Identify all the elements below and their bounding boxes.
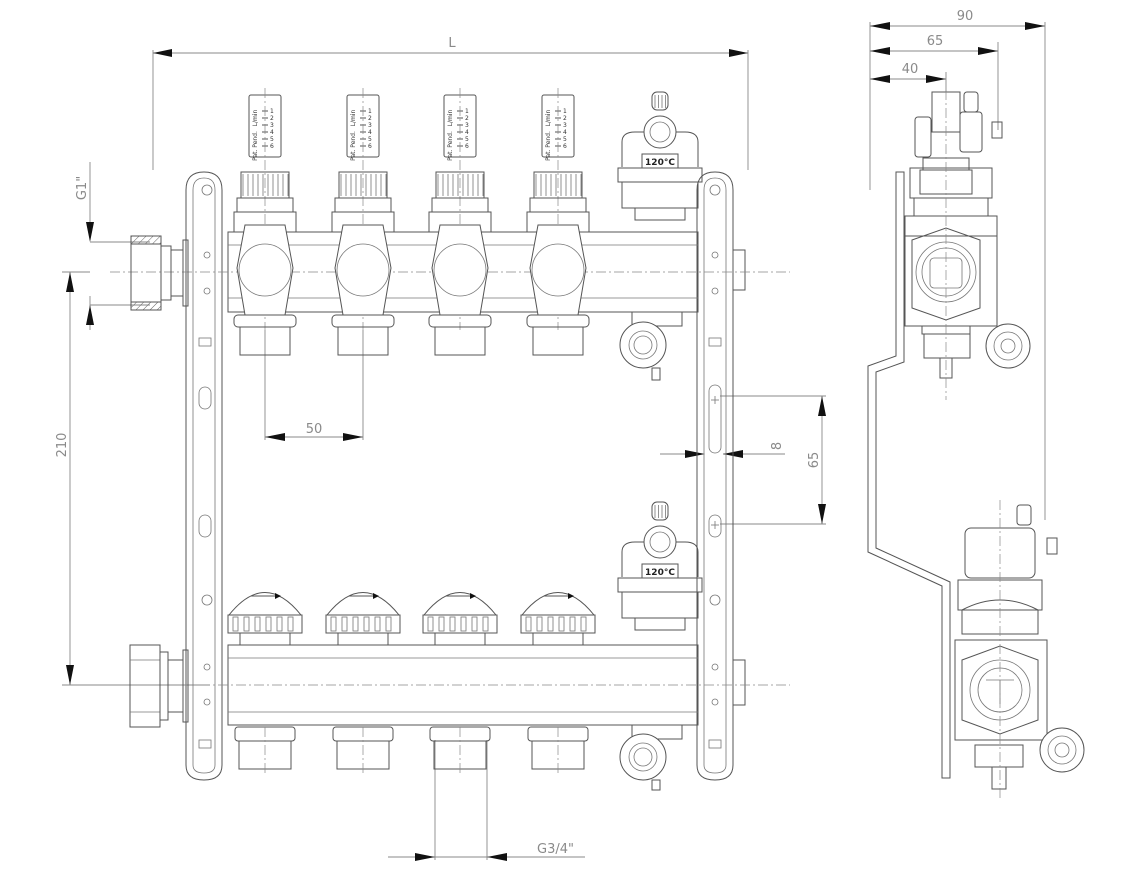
return-valve-cap-3[interactable] bbox=[422, 592, 498, 646]
flowmeter-scale-mark: 5 bbox=[563, 136, 567, 143]
return-outlet-4 bbox=[527, 726, 589, 775]
dimension-label-outlet-spacing: 50 bbox=[306, 422, 323, 437]
flowmeter-scale-mark: 5 bbox=[368, 136, 372, 143]
flowmeter-scale-mark: 5 bbox=[270, 136, 274, 143]
flowmeter-scale-mark: 2 bbox=[368, 115, 372, 122]
return-outlet-1 bbox=[234, 726, 296, 775]
flowmeter-scale-mark: 3 bbox=[563, 122, 567, 129]
valve-body-4 bbox=[526, 224, 590, 356]
flowmeter-scale-mark: 6 bbox=[465, 143, 469, 150]
flowmeter-cap-3[interactable] bbox=[428, 171, 492, 233]
flowmeter-unit-label: L/min bbox=[447, 109, 454, 126]
return-outlet-3 bbox=[429, 726, 491, 775]
dimension-label-depth-front: 40 bbox=[902, 62, 919, 77]
valve-body-2 bbox=[331, 224, 395, 356]
return-valve-cap-1[interactable] bbox=[227, 592, 303, 646]
side-view-bottom-assembly bbox=[954, 500, 1085, 800]
air-vent-temp-badge: 120°C bbox=[645, 568, 675, 578]
flowmeter-scale-mark: 3 bbox=[465, 122, 469, 129]
inlet-fitting-top bbox=[130, 235, 189, 311]
flowmeter-scale-mark: 4 bbox=[563, 129, 567, 136]
flowmeter-scale-mark: 1 bbox=[270, 108, 274, 115]
flowmeter-scale-mark: 1 bbox=[368, 108, 372, 115]
flowmeter-scale-mark: 4 bbox=[270, 129, 274, 136]
flowmeter-unit-label: L/min bbox=[350, 109, 357, 126]
dimension-mount-slot: 8 65 bbox=[660, 395, 826, 525]
inlet-fitting-bottom bbox=[129, 644, 189, 728]
dimension-outlet-spacing: 50 bbox=[264, 330, 364, 441]
flowmeter-scale-mark: 1 bbox=[563, 108, 567, 115]
flowmeter-scale-mark: 6 bbox=[270, 143, 274, 150]
flowmeter-scale-mark: 2 bbox=[270, 115, 274, 122]
dimension-label-slot-width: 8 bbox=[770, 442, 785, 450]
dimension-label-inlet-thread: G1" bbox=[75, 176, 90, 200]
flowmeter-patent-label: Pat. Pend. bbox=[350, 131, 357, 161]
return-valve-cap-2[interactable] bbox=[325, 592, 401, 646]
flowmeter-scale-mark: 4 bbox=[368, 129, 372, 136]
side-view-bracket bbox=[867, 171, 951, 779]
return-bar bbox=[110, 644, 790, 726]
bracket-left bbox=[185, 171, 223, 781]
dimension-label-outlet-thread: G3/4" bbox=[537, 842, 574, 857]
flowmeter-unit-label: L/min bbox=[545, 109, 552, 126]
air-vent-bottom: 120°C bbox=[617, 501, 703, 631]
dimension-label-bar-spacing: 210 bbox=[55, 433, 70, 458]
flowmeter-scale-mark: 5 bbox=[465, 136, 469, 143]
dimension-length-L: L bbox=[152, 36, 749, 170]
flowmeter-scale-mark: 3 bbox=[368, 122, 372, 129]
valve-body-1 bbox=[233, 224, 297, 356]
flowmeter-scale-mark: 1 bbox=[465, 108, 469, 115]
air-vent-temp-badge: 120°C bbox=[645, 158, 675, 168]
flowmeter-patent-label: Pat. Pend. bbox=[447, 131, 454, 161]
flowmeter-scale-mark: 4 bbox=[465, 129, 469, 136]
dimension-bar-spacing: 210 bbox=[55, 271, 210, 686]
flowmeter-patent-label: Pat. Pend. bbox=[252, 131, 259, 161]
flowmeter-patent-label: Pat. Pend. bbox=[545, 131, 552, 161]
drain-valve-top bbox=[619, 311, 683, 381]
dimension-outlet-thread: G3/4" bbox=[388, 740, 585, 861]
air-vent-top: 120°C bbox=[617, 91, 703, 221]
flowmeter-scale-mark: 6 bbox=[368, 143, 372, 150]
side-view-top-assembly bbox=[904, 90, 1031, 400]
bracket-right bbox=[696, 171, 746, 781]
flowmeter-scale-mark: 2 bbox=[465, 115, 469, 122]
valve-body-3 bbox=[428, 224, 492, 356]
flowmeter-cap-4[interactable] bbox=[526, 171, 590, 233]
dimension-label-depth-total: 90 bbox=[957, 9, 974, 24]
flowmeter-scale-mark: 2 bbox=[563, 115, 567, 122]
side-view-dimensions: 90 65 40 bbox=[869, 9, 1046, 520]
flowmeter-scale-mark: 3 bbox=[270, 122, 274, 129]
flowmeter-scale-mark: 6 bbox=[563, 143, 567, 150]
dimension-label-depth-mid: 65 bbox=[927, 34, 944, 49]
flowmeter-unit-label: L/min bbox=[252, 109, 259, 126]
return-valve-cap-4[interactable] bbox=[520, 592, 596, 646]
dimension-label-L: L bbox=[448, 36, 456, 51]
dimension-label-mount-hole-spacing: 65 bbox=[807, 452, 822, 469]
drain-valve-bottom bbox=[619, 724, 683, 791]
return-outlet-2 bbox=[332, 726, 394, 775]
